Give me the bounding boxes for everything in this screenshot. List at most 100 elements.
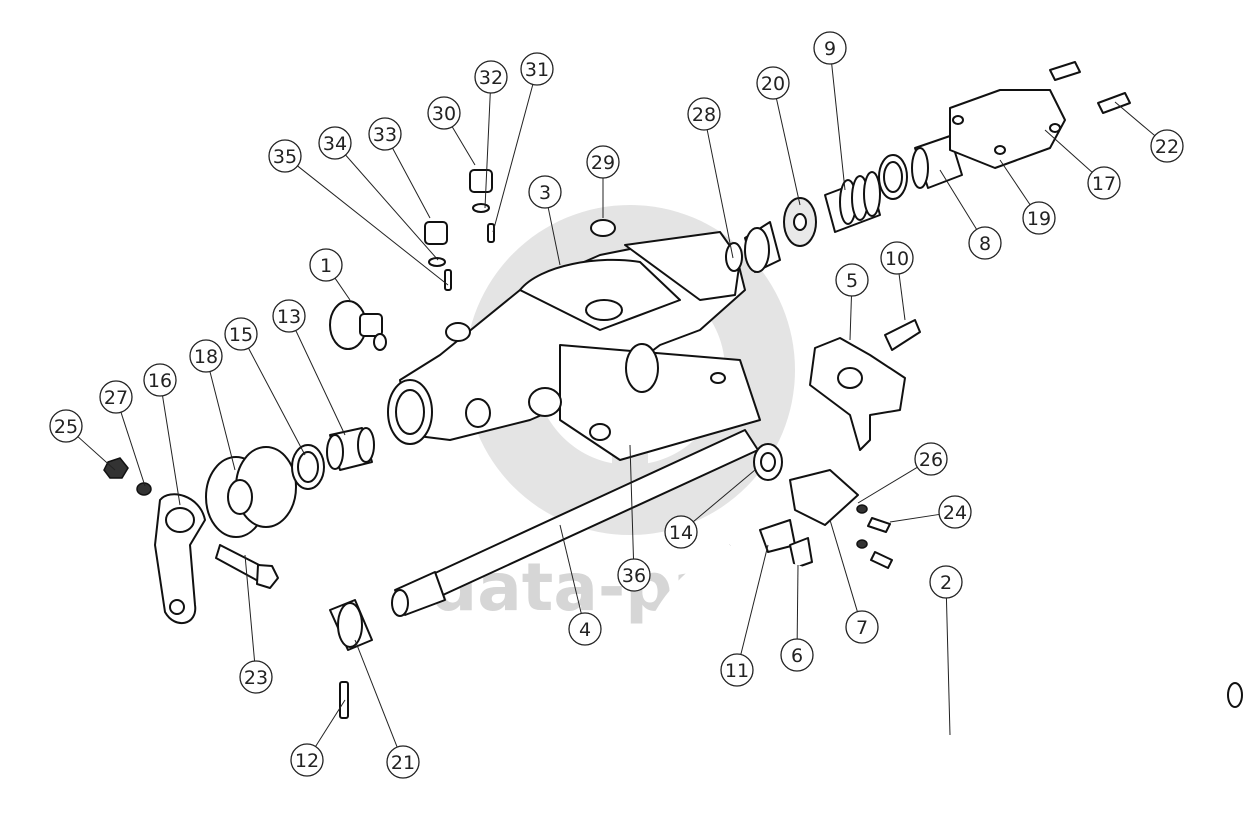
callout-number: 32 (479, 67, 503, 89)
callout-number: 35 (273, 146, 297, 168)
callout-number: 6 (791, 645, 803, 667)
callout-leader (1044, 129, 1093, 173)
part-valves (424, 169, 616, 291)
callout-leader (857, 466, 918, 504)
callout-24: 24 (889, 495, 972, 529)
callout-number: 16 (148, 370, 172, 392)
callout-number: 4 (579, 619, 591, 641)
callout-bubble (617, 558, 651, 592)
callout-bubble (474, 60, 508, 94)
callout-10: 10 (880, 241, 914, 321)
callout-1: 1 (309, 248, 351, 301)
callout-leader (945, 597, 951, 736)
callout-bubble (1022, 201, 1056, 235)
callout-number: 23 (244, 667, 268, 689)
callout-leader (849, 295, 852, 341)
callout-bubble (290, 743, 324, 777)
callout-leader (315, 699, 346, 747)
callout-29: 29 (586, 145, 620, 218)
callout-bubble (880, 241, 914, 275)
callout-number: 7 (856, 617, 868, 639)
callout-leader (999, 159, 1031, 206)
callout-number: 5 (846, 270, 858, 292)
callout-number: 28 (692, 104, 716, 126)
callout-bubble (914, 442, 948, 476)
callout-leader (334, 277, 351, 301)
callout-32: 32 (474, 60, 508, 209)
callout-leader (354, 639, 398, 748)
callout-number: 2 (940, 572, 952, 594)
part-bracket (809, 319, 921, 451)
callout-16: 16 (143, 363, 181, 506)
callout-number: 29 (591, 152, 615, 174)
callout-leader (451, 126, 476, 166)
callout-leader (77, 436, 116, 471)
callout-bubble (386, 745, 420, 779)
callout-bubble (586, 145, 620, 179)
callout-leader (120, 412, 146, 487)
callout-number: 17 (1092, 173, 1116, 195)
callout-leader (898, 273, 906, 321)
callout-number: 25 (54, 416, 78, 438)
callout-bubble (427, 96, 461, 130)
callout-31: 31 (492, 52, 554, 233)
callout-number: 36 (622, 565, 646, 587)
callout-leader (939, 169, 978, 230)
callout-9: 9 (813, 31, 847, 191)
callout-bubble (968, 226, 1002, 260)
callout-leader (295, 330, 346, 436)
callout-leader (547, 207, 561, 266)
callout-bubble (813, 31, 847, 65)
callout-28: 28 (687, 97, 734, 259)
callout-number: 9 (824, 38, 836, 60)
callout-bubble (368, 117, 402, 151)
part-connector (753, 443, 893, 569)
callout-number: 33 (373, 124, 397, 146)
callout-number: 18 (194, 346, 218, 368)
callout-bubble (1150, 129, 1184, 163)
callout-bubble (528, 175, 562, 209)
callout-leader (692, 469, 756, 523)
callout-number: 13 (277, 306, 301, 328)
callout-leader (829, 519, 858, 612)
callout-bubble (224, 317, 258, 351)
callout-number: 26 (919, 449, 943, 471)
callout-15: 15 (224, 317, 306, 456)
callout-bubble (756, 66, 790, 100)
part-rings-left (205, 427, 375, 538)
callout-number: 27 (104, 387, 128, 409)
callout-leader (740, 544, 769, 655)
callout-25: 25 (49, 409, 116, 471)
callout-20: 20 (756, 66, 801, 206)
callout-17: 17 (1044, 129, 1121, 200)
callout-26: 26 (857, 442, 948, 504)
callout-bubble (309, 248, 343, 282)
callout-14: 14 (664, 469, 756, 549)
callout-23: 23 (239, 554, 273, 694)
callout-2: 2 (929, 565, 963, 736)
callout-bubble (845, 610, 879, 644)
callout-number: 14 (669, 522, 693, 544)
callout-number: 21 (391, 752, 415, 774)
callout-leader (162, 395, 181, 506)
callout-bubble (49, 409, 83, 443)
callout-11: 11 (720, 544, 769, 687)
callout-34: 34 (318, 126, 439, 261)
callout-bubble (720, 653, 754, 687)
callout-leader (1114, 101, 1156, 137)
callout-number: 24 (943, 502, 967, 524)
callout-number: 30 (432, 103, 456, 125)
callout-number: 31 (525, 59, 549, 81)
callout-bubble (239, 660, 273, 694)
callout-bubble (780, 638, 814, 672)
callout-number: 8 (979, 233, 991, 255)
callout-bubble (143, 363, 177, 397)
callout-18: 18 (189, 339, 236, 471)
callout-bubble (268, 139, 302, 173)
callout-12: 12 (290, 699, 346, 777)
callout-36: 36 (617, 444, 651, 592)
callout-leader (248, 347, 306, 456)
callout-21: 21 (354, 639, 420, 779)
callout-bubble (520, 52, 554, 86)
callout-leader (559, 524, 582, 614)
